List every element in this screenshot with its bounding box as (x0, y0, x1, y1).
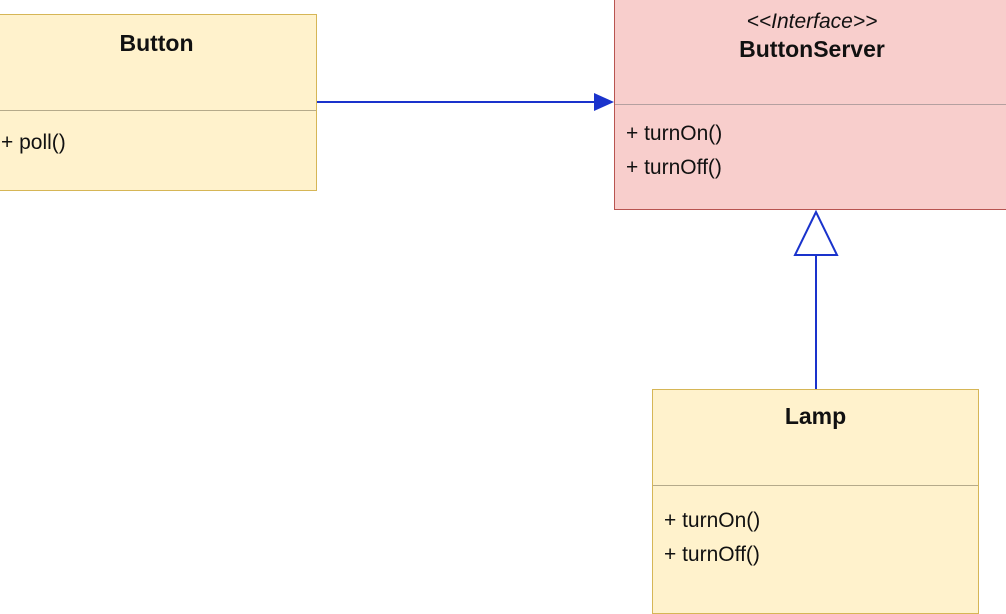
buttonserver-interface-methods: + turnOn() + turnOff() (615, 105, 1006, 185)
association-arrow[interactable] (317, 93, 614, 111)
buttonserver-interface-box[interactable]: <<Interface>> ButtonServer + turnOn() + … (614, 0, 1006, 210)
realization-arrow[interactable] (793, 209, 839, 389)
button-class-name: Button (119, 30, 194, 56)
lamp-class-methods: + turnOn() + turnOff() (653, 486, 978, 572)
method-turnoff: + turnOff() (664, 543, 760, 566)
method-turnon: + turnOn() (626, 122, 723, 145)
interface-stereotype: <<Interface>> (746, 10, 878, 33)
lamp-class-box[interactable]: Lamp + turnOn() + turnOff() (652, 389, 979, 614)
method-poll: + poll() (1, 131, 66, 154)
lamp-class-name: Lamp (784, 403, 847, 429)
realization-arrowhead (793, 209, 839, 256)
buttonserver-interface-header: <<Interface>> ButtonServer (615, 9, 1006, 105)
method-turnoff: + turnOff() (626, 156, 722, 179)
association-arrowhead (594, 93, 614, 111)
buttonserver-interface-name: ButtonServer (739, 36, 885, 62)
lamp-class-header: Lamp (653, 390, 978, 486)
button-class-box[interactable]: Button + poll() (0, 14, 317, 191)
method-turnon: + turnOn() (664, 509, 761, 532)
button-class-methods: + poll() (0, 111, 316, 160)
button-class-header: Button (0, 15, 316, 111)
